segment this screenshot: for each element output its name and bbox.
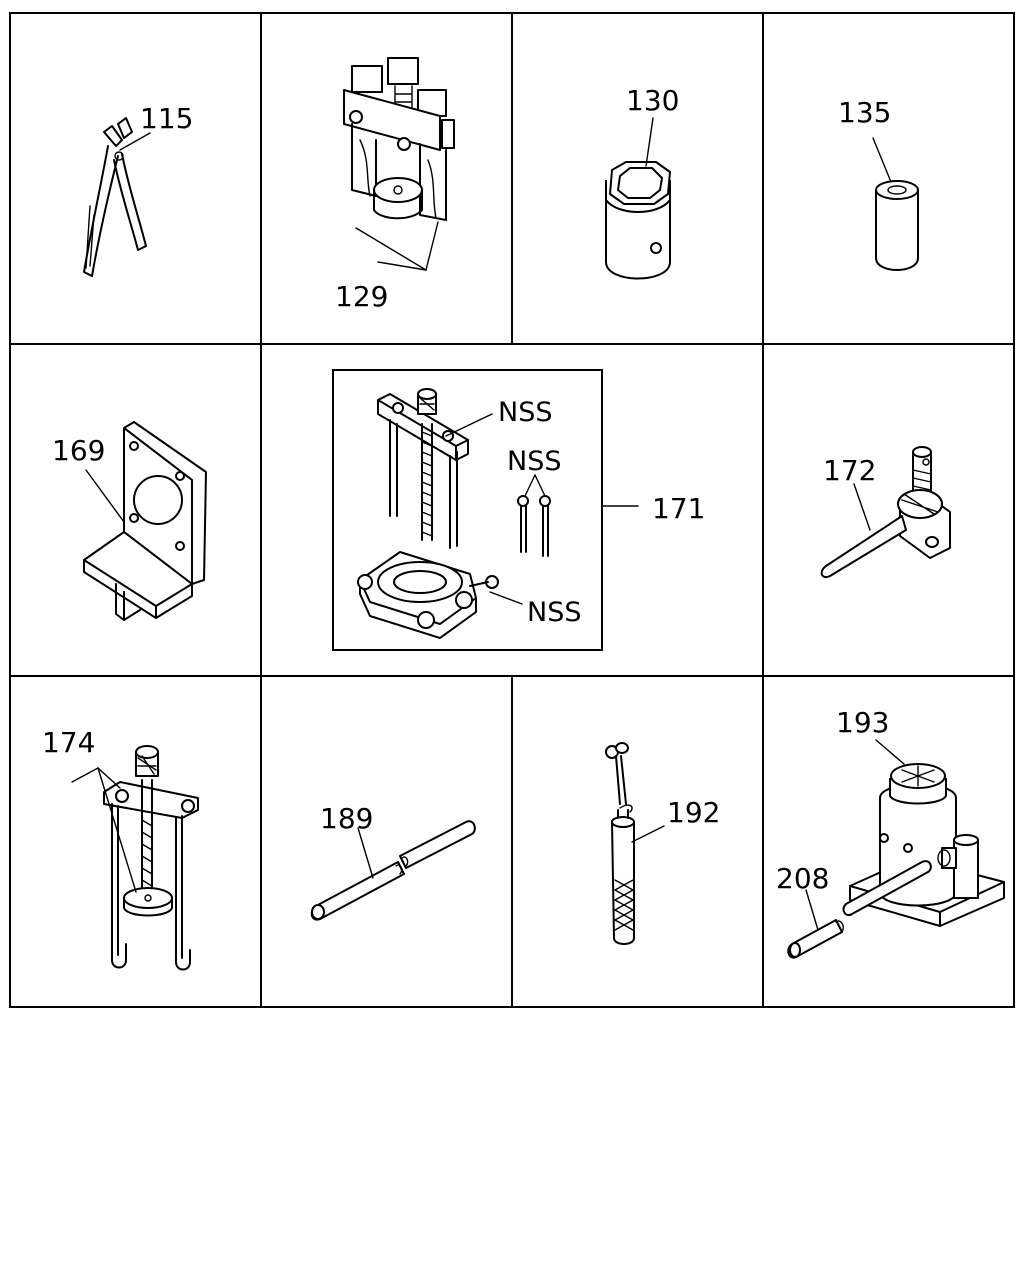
part-189-bar: 189 [310, 802, 476, 921]
callout-130: 130 [626, 84, 679, 117]
callout-171-nss-mid: NSS [507, 446, 561, 477]
callout-115: 115 [140, 102, 193, 135]
part-130-socket: 130 [605, 84, 679, 280]
callout-193: 193 [836, 706, 889, 739]
callout-169: 169 [52, 434, 105, 467]
callout-189: 189 [320, 802, 373, 835]
callout-172: 172 [823, 454, 876, 487]
callout-174: 174 [42, 726, 95, 759]
part-135-sleeve: 135 [838, 96, 919, 271]
callout-171-nss-bot: NSS [527, 597, 581, 628]
callout-192: 192 [667, 796, 720, 829]
part-174-puller: 174 [42, 726, 199, 971]
part-171-box [332, 369, 603, 651]
part-171-puller-set: NSS NSS NSS 171 [332, 369, 705, 651]
callout-171: 171 [652, 492, 705, 525]
part-208-handle: 208 [776, 862, 845, 959]
callout-171-nss-top: NSS [498, 397, 552, 428]
callout-129: 129 [335, 280, 388, 313]
callout-208: 208 [776, 862, 829, 895]
part-115-pliers: 115 [83, 102, 193, 277]
parts-grid [9, 12, 1015, 1008]
part-192-gauge: 192 [605, 742, 720, 945]
part-169-bracket: 169 [52, 421, 207, 621]
part-129-puller: 129 [335, 57, 455, 313]
part-172-wrench: 172 [820, 446, 951, 578]
callout-135: 135 [838, 96, 891, 129]
part-193-jack: 193 [836, 706, 1005, 927]
